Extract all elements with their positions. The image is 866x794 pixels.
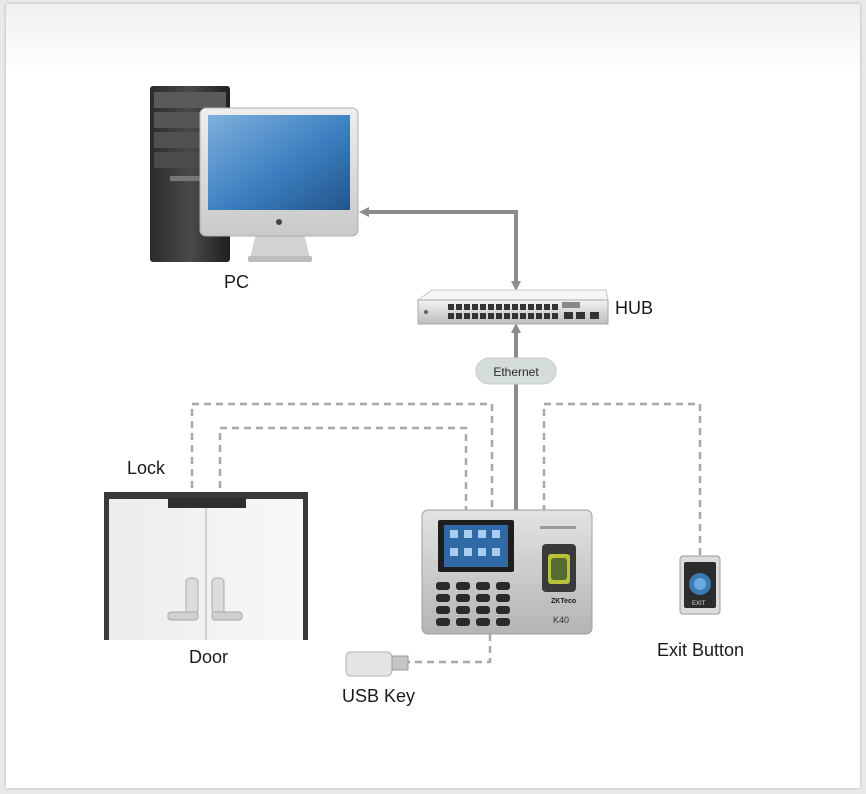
ethernet-pill (475, 357, 557, 385)
lock-label: Lock (127, 458, 166, 478)
ethernet-label: Ethernet (493, 365, 539, 379)
pc-label: PC (224, 272, 250, 292)
hub-label: HUB (615, 298, 654, 318)
pc-monitor-icon (199, 107, 359, 262)
lock-bar (168, 498, 246, 508)
device-model: K40 (553, 615, 569, 625)
usb-key-label: USB Key (342, 686, 416, 706)
exit-button-label: Exit Button (657, 640, 745, 660)
attendance-terminal-icon (421, 509, 593, 635)
exit-button-icon (679, 555, 721, 615)
diagram-panel (6, 4, 860, 788)
pc-hub-connector (359, 207, 521, 291)
door-label: Door (189, 647, 229, 667)
exit-plate-text: EXIT (692, 601, 706, 607)
hub-icon (416, 289, 609, 325)
usb-key-icon (345, 651, 409, 677)
door-icon (104, 492, 308, 640)
dashed-wiring (190, 402, 702, 664)
device-brand: ZKTeco (551, 598, 576, 605)
